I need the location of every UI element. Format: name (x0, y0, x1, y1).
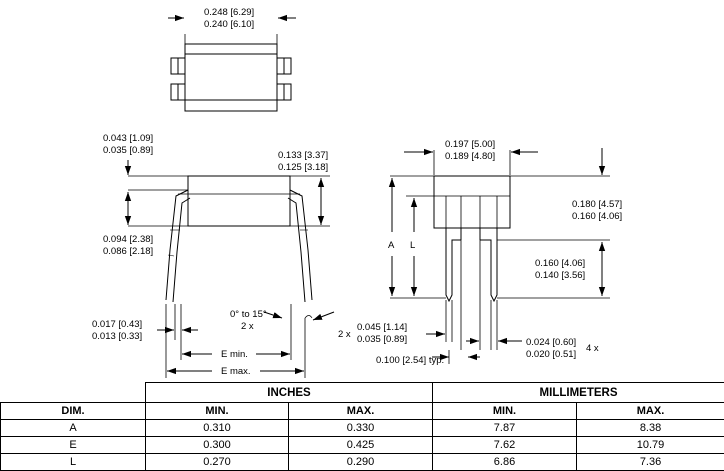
table-row: A 0.310 0.330 7.87 8.38 (0, 419, 724, 437)
lead-tip-count: 4 x (586, 343, 599, 354)
end-view-lead (480, 228, 498, 303)
table-cell: 7.87 (432, 419, 578, 437)
standoff-label: 0.086 [2.18] (103, 246, 153, 257)
pitch-label: 0.100 [2.54] typ. (376, 355, 444, 366)
side-view-lead-left (165, 189, 191, 303)
overall-height-label: 0.160 [4.06] (572, 211, 622, 222)
lead-thickness-label: 0.017 [0.43] (92, 319, 142, 330)
table-cell: 0.310 (145, 419, 289, 437)
side-view (124, 160, 335, 378)
lead-length-label: 0.140 [3.56] (535, 270, 585, 281)
table-cell: 0.290 (287, 453, 434, 471)
e-min-label: E min. (221, 349, 248, 360)
column-header: MAX. (576, 402, 724, 420)
column-header: MIN. (432, 402, 578, 420)
dim-a-label: A (388, 240, 395, 251)
end-view-body (433, 175, 511, 229)
angle-label: 0° to 15° (230, 309, 267, 320)
column-header: DIM. (0, 402, 146, 420)
table-corner-cell (0, 382, 146, 403)
column-header: MAX. (287, 402, 434, 420)
table-cell: 7.36 (576, 453, 724, 471)
table-cell: 0.330 (287, 419, 434, 437)
table-group-header-row: INCHES MILLIMETERS (0, 382, 724, 403)
end-width-label: 0.189 [4.80] (445, 151, 495, 162)
table-cell: 0.300 (145, 436, 289, 454)
end-view-lead (445, 228, 461, 303)
table-cell: 8.38 (576, 419, 724, 437)
table-cell: A (0, 419, 146, 437)
table-cell: L (0, 453, 146, 471)
table-column-header-row: DIM. MIN. MAX. MIN. MAX. (0, 402, 724, 420)
e-max-label: E max. (221, 366, 251, 377)
top-width-label: 0.240 [6.10] (204, 19, 254, 30)
table-cell: 0.425 (287, 436, 434, 454)
angle-arrow (312, 311, 335, 321)
body-height-label: 0.125 [3.18] (278, 162, 328, 173)
table-row: E 0.300 0.425 7.62 10.79 (0, 436, 724, 454)
lead-tip-label: 0.024 [0.60] (526, 337, 576, 348)
side-view-body (187, 175, 291, 227)
dim-l-label: L (410, 240, 415, 251)
table-cell: 0.270 (145, 453, 289, 471)
angle-label: 2 x (241, 321, 254, 332)
table-cell: 10.79 (576, 436, 724, 454)
table-row: L 0.270 0.290 6.86 7.36 (0, 453, 724, 471)
lead-width-label: 0.045 [1.14] (357, 322, 407, 333)
lead-length-label: 0.160 [4.06] (535, 258, 585, 269)
top-view-body (184, 43, 278, 112)
end-view (388, 148, 610, 364)
column-header: MIN. (145, 402, 289, 420)
overall-height-label: 0.180 [4.57] (572, 199, 622, 210)
table-cell: E (0, 436, 146, 454)
package-outline-drawing: 0.248 [6.29] 0.240 [6.10] (92, 7, 622, 378)
table-cell: 6.86 (432, 453, 578, 471)
top-view (168, 14, 296, 112)
standoff-label: 0.094 [2.38] (103, 234, 153, 245)
lead-thickness-label: 0.013 [0.33] (92, 331, 142, 342)
group-header-millimeters: MILLIMETERS (432, 382, 724, 403)
side-view-lead-right (287, 189, 313, 303)
end-width-label: 0.197 [5.00] (445, 139, 495, 150)
body-height-label: 0.133 [3.37] (278, 150, 328, 161)
lead-width-label: 0.035 [0.89] (357, 334, 407, 345)
left-top-label: 0.043 [1.09] (103, 133, 153, 144)
top-width-label: 0.248 [6.29] (204, 7, 254, 18)
lead-width-count: 2 x (338, 329, 351, 340)
left-top-label: 0.035 [0.89] (103, 145, 153, 156)
table-cell: 7.62 (432, 436, 578, 454)
lead-tip-label: 0.020 [0.51] (526, 349, 576, 360)
dimensions-table: INCHES MILLIMETERS DIM. MIN. MAX. MIN. M… (0, 382, 724, 471)
group-header-inches: INCHES (144, 382, 434, 403)
